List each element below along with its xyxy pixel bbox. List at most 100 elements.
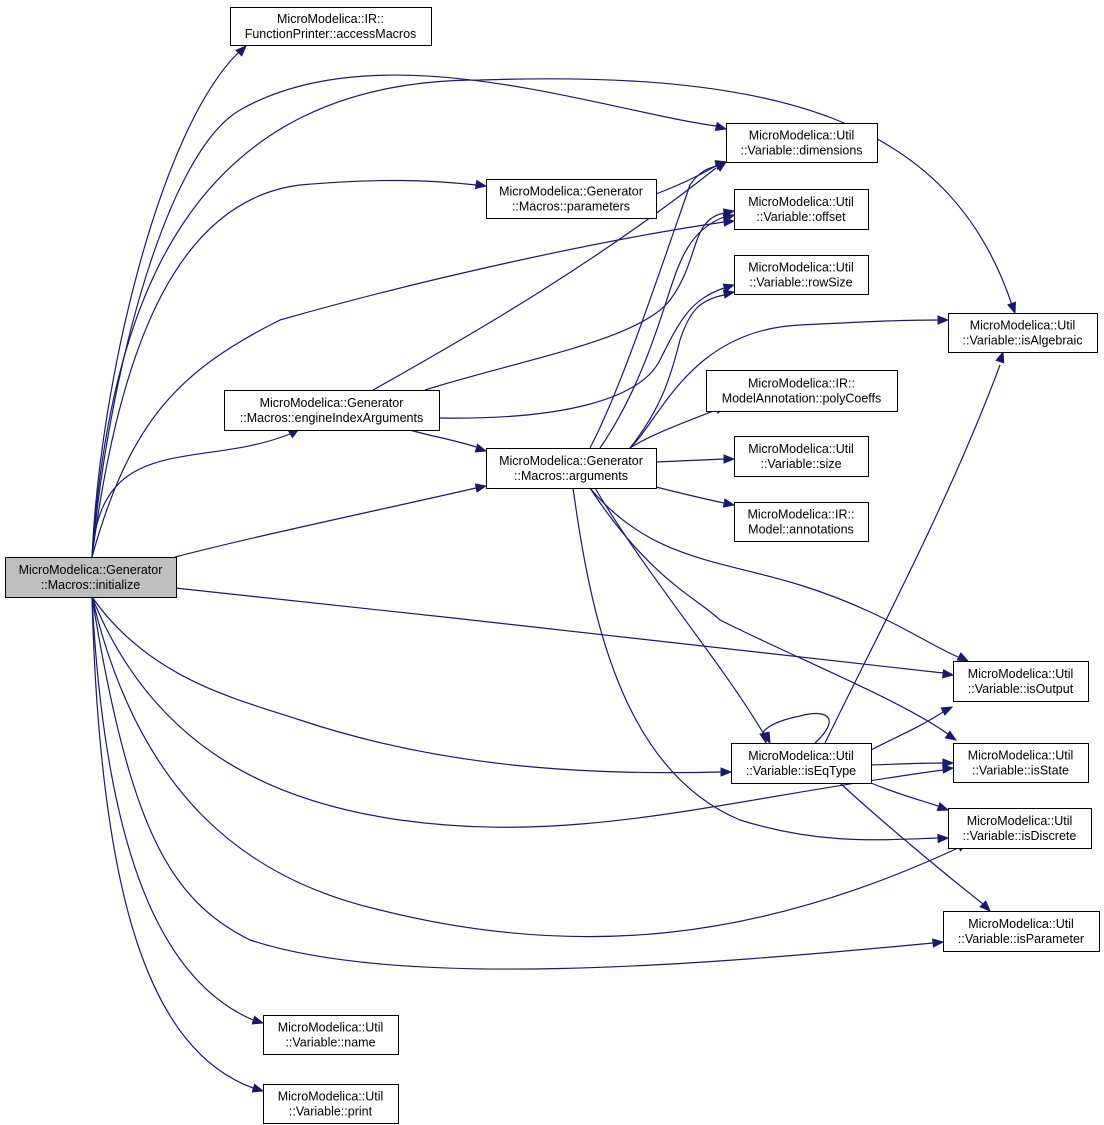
arrowhead-icon	[942, 758, 955, 768]
node-label-line-2: ::Variable::isAlgebraic	[963, 334, 1083, 348]
arrowhead-icon	[942, 669, 955, 679]
call-edge	[91, 74, 728, 558]
call-edge	[91, 596, 265, 1093]
node-label-line-2: ::Variable::isEqType	[746, 764, 856, 778]
call-edge-line	[870, 762, 944, 766]
node-label-line-2: ::Variable::size	[760, 457, 841, 471]
arrowhead-icon	[714, 159, 728, 170]
node-parameters[interactable]: MicroModelica::Generator::Macros::parame…	[486, 179, 657, 219]
node-is-output[interactable]: MicroModelica::Util::Variable::isOutput	[953, 661, 1089, 702]
node-label-line-1: MicroModelica::Util	[748, 442, 854, 456]
node-box	[953, 743, 1089, 783]
node-box	[731, 743, 872, 784]
arrowhead-icon	[251, 1083, 265, 1093]
node-label-line-2: ::Variable::isParameter	[958, 932, 1084, 946]
node-box	[486, 179, 657, 219]
node-label-line-1: MicroModelica::Util	[278, 1021, 384, 1035]
node-print[interactable]: MicroModelica::Util::Variable::print	[263, 1084, 399, 1124]
node-row-size[interactable]: MicroModelica::Util::Variable::rowSize	[734, 255, 869, 295]
arrowhead-icon	[944, 730, 958, 741]
node-label-line-1: MicroModelica::Generator	[260, 396, 404, 410]
arrowhead-icon	[759, 731, 769, 745]
node-is-eq-type[interactable]: MicroModelica::Util::Variable::isEqType	[731, 743, 872, 784]
call-edge-line	[91, 221, 725, 558]
node-label-line-2: ::Variable::dimensions	[740, 144, 862, 158]
call-edge-line	[372, 167, 717, 391]
node-engine-index-arguments[interactable]: MicroModelica::Generator::Macros::engine…	[224, 390, 440, 431]
call-edge-line	[91, 596, 254, 1021]
node-size[interactable]: MicroModelica::Util::Variable::size	[734, 436, 869, 477]
node-box	[734, 255, 869, 295]
call-edge-line	[409, 429, 477, 448]
node-box	[5, 557, 177, 598]
call-edge-line	[629, 319, 939, 449]
node-access-macros[interactable]: MicroModelica::IR::FunctionPrinter::acce…	[230, 7, 432, 46]
call-edge-line	[655, 486, 725, 504]
call-edge	[589, 487, 970, 662]
call-edge-line	[91, 52, 239, 558]
node-is-state[interactable]: MicroModelica::Util::Variable::isState	[953, 743, 1089, 783]
node-box	[486, 448, 657, 489]
call-edge	[589, 487, 958, 741]
node-box	[263, 1084, 399, 1124]
call-edge-line	[174, 487, 477, 558]
node-box	[948, 808, 1092, 849]
call-edge	[824, 350, 1005, 744]
call-edge-line	[589, 487, 959, 658]
node-arguments[interactable]: MicroModelica::Generator::Macros::argume…	[486, 448, 657, 489]
arrowhead-icon	[235, 45, 247, 57]
arrowhead-icon	[995, 350, 1005, 364]
node-label-line-2: ModelAnnotation::polyCoeffs	[722, 392, 882, 406]
arrowhead-icon	[956, 652, 970, 662]
node-box	[706, 370, 898, 412]
node-label-line-1: MicroModelica::Util	[970, 319, 1076, 333]
node-box	[734, 436, 869, 477]
node-label-line-2: ::Macros::arguments	[514, 469, 628, 483]
node-label-line-2: ::Variable::rowSize	[749, 276, 852, 290]
node-label-line-2: ::Macros::parameters	[512, 200, 630, 214]
call-edge-line	[870, 711, 944, 751]
arrowhead-icon	[720, 767, 733, 777]
node-label-line-2: ::Macros::initialize	[41, 578, 140, 592]
call-edge	[174, 483, 488, 558]
node-is-parameter[interactable]: MicroModelica::Util::Variable::isParamet…	[943, 911, 1100, 952]
node-box	[224, 390, 440, 431]
arrowhead-icon	[723, 454, 736, 464]
call-edge	[839, 782, 991, 912]
call-edge-line	[91, 596, 934, 970]
call-edge-line	[629, 409, 717, 449]
call-edge	[91, 78, 1017, 558]
node-name[interactable]: MicroModelica::Util::Variable::name	[263, 1015, 399, 1055]
call-edge-line	[91, 74, 717, 558]
arrowhead-icon	[979, 900, 991, 912]
call-edge	[91, 596, 955, 828]
arrowhead-icon	[1007, 301, 1017, 315]
arrowhead-icon	[940, 706, 954, 716]
node-label-line-1: MicroModelica::Util	[748, 195, 854, 209]
call-edge	[655, 454, 736, 464]
arrowhead-icon	[722, 213, 736, 223]
node-box	[726, 123, 878, 163]
call-edge	[629, 289, 736, 449]
node-label-line-1: MicroModelica::Generator	[499, 454, 643, 468]
node-offset[interactable]: MicroModelica::Util::Variable::offset	[734, 189, 869, 230]
node-box	[734, 502, 869, 542]
node-label-line-1: MicroModelica::Util	[748, 261, 854, 275]
arrowhead-icon	[722, 289, 736, 299]
node-label-line-1: MicroModelica::IR::	[748, 377, 855, 391]
node-dimensions[interactable]: MicroModelica::Util::Variable::dimension…	[726, 123, 878, 163]
call-edge	[870, 706, 954, 751]
call-edge	[91, 596, 265, 1025]
call-edge	[409, 429, 488, 453]
node-is-algebraic[interactable]: MicroModelica::Util::Variable::isAlgebra…	[948, 313, 1098, 353]
node-initialize[interactable]: MicroModelica::Generator::Macros::initia…	[5, 557, 177, 598]
call-edge	[91, 596, 733, 777]
node-poly-coeffs[interactable]: MicroModelica::IR::ModelAnnotation::poly…	[706, 370, 898, 412]
node-annotations[interactable]: MicroModelica::IR::Model::annotations	[734, 502, 869, 542]
node-is-discrete[interactable]: MicroModelica::Util::Variable::isDiscret…	[948, 808, 1092, 849]
node-label-line-2: ::Variable::name	[285, 1036, 375, 1050]
call-edge-line	[91, 433, 291, 558]
call-edge-line	[824, 364, 1001, 744]
arrowhead-icon	[937, 833, 950, 844]
